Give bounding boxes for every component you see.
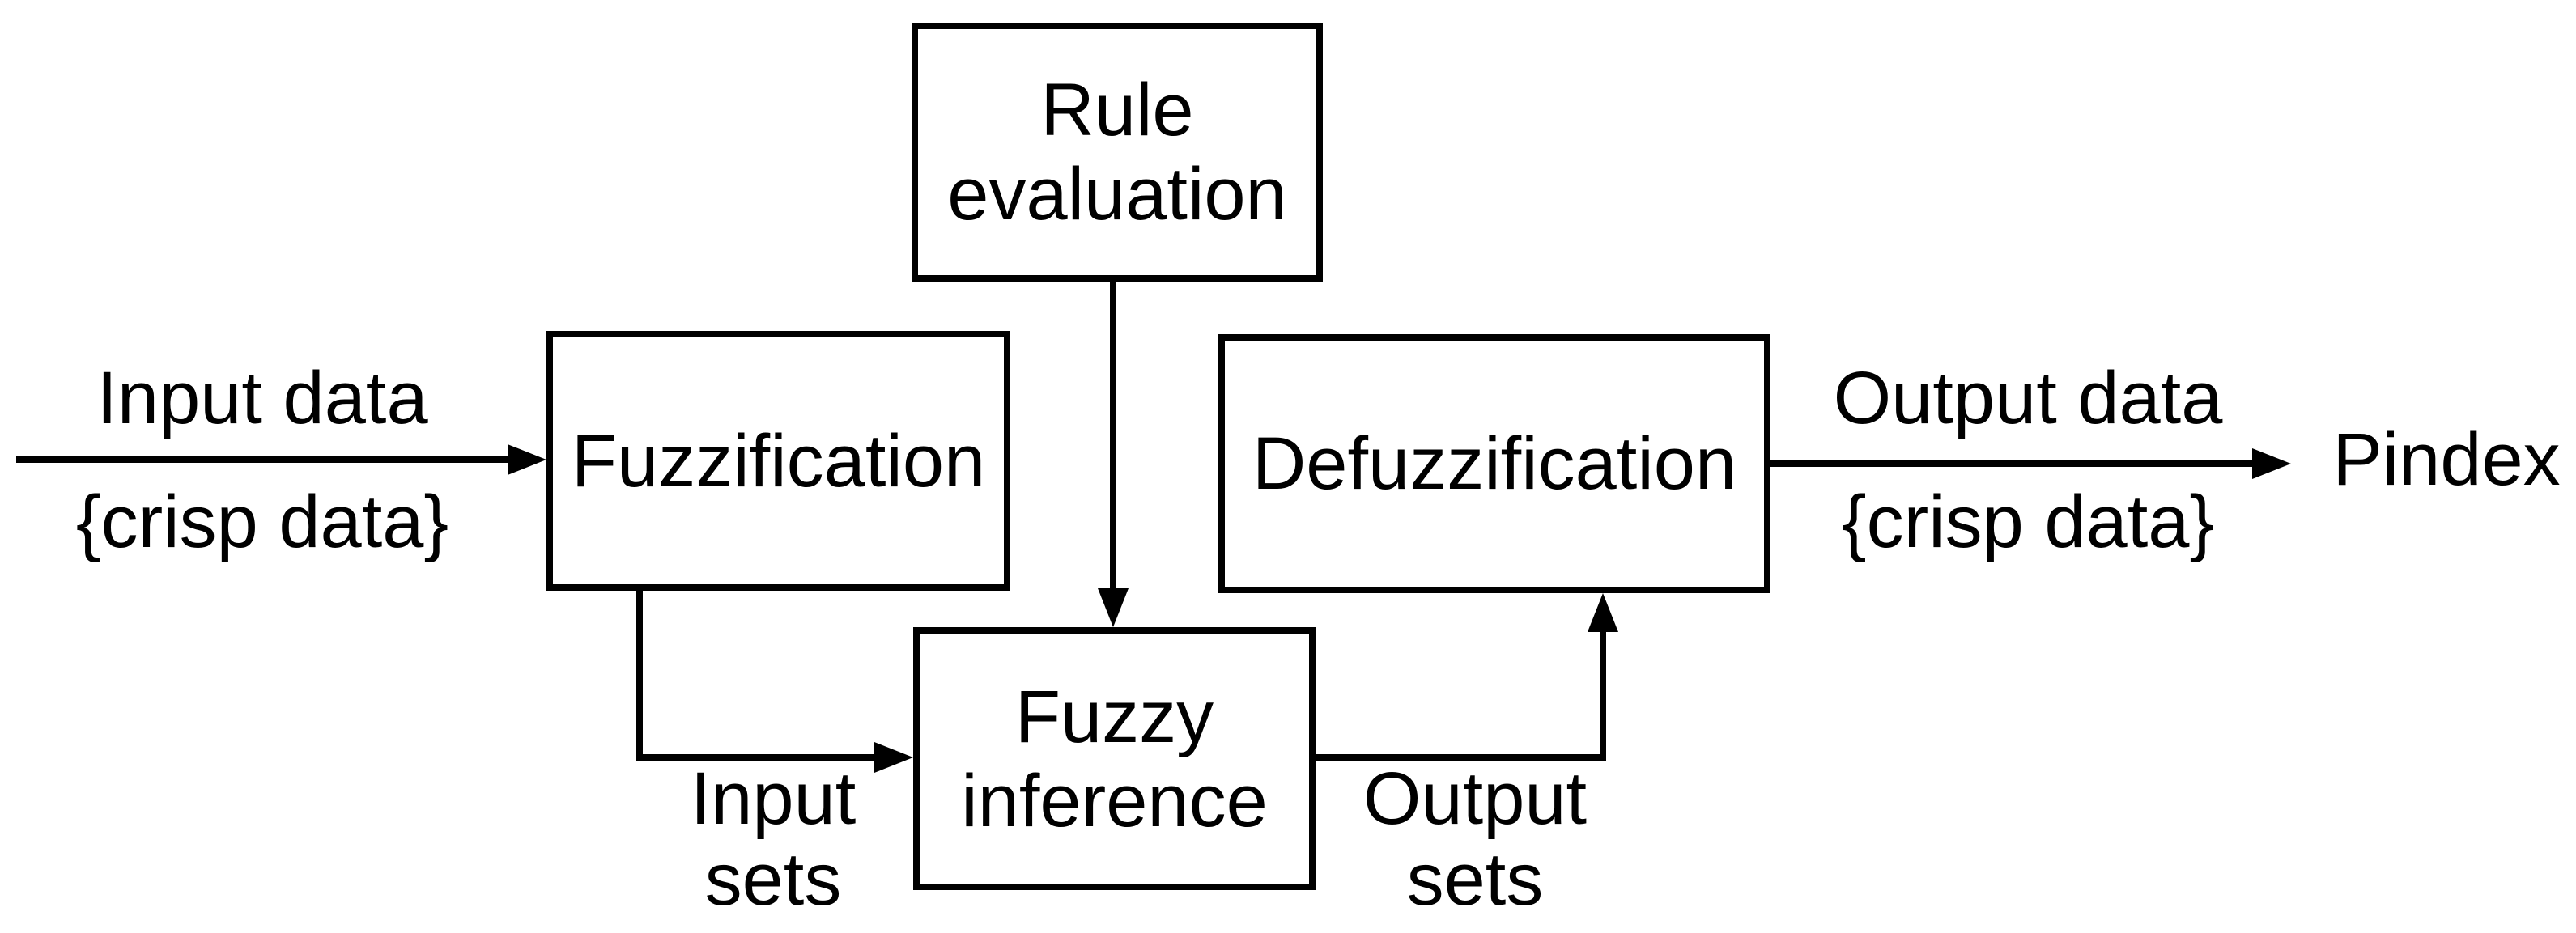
pindex-output-label: Pindex (2332, 418, 2561, 501)
arrow-input-to-fuzzification (16, 444, 546, 475)
output-data-label: Output data (1833, 357, 2223, 439)
output-crisp-data-label: {crisp data} (1841, 481, 2215, 563)
input-sets-label-line2: sets (704, 838, 842, 921)
output-sets-label: Output sets (1363, 758, 1587, 920)
input-crisp-data-label: {crisp data} (75, 481, 449, 563)
rule-evaluation-label-line2: evaluation (947, 153, 1287, 235)
input-data-label: Input data (96, 357, 428, 439)
fuzzification-box: Fuzzification (546, 331, 1010, 591)
output-sets-label-line2: sets (1406, 838, 1544, 921)
arrow-inference-to-defuzzification (1316, 593, 1618, 761)
input-sets-label-line1: Input (690, 757, 857, 840)
output-sets-label-line1: Output (1362, 757, 1588, 840)
fuzzification-label: Fuzzification (571, 419, 986, 503)
fuzzy-inference-box: Fuzzy inference (913, 627, 1316, 890)
defuzzification-box: Defuzzification (1218, 334, 1770, 593)
defuzzification-label: Defuzzification (1252, 422, 1737, 505)
arrow-rule-to-inference (1098, 282, 1129, 627)
rule-evaluation-box: Rule evaluation (912, 23, 1323, 282)
input-sets-label: Input sets (691, 758, 857, 920)
arrow-fuzzification-to-inference (636, 591, 913, 773)
fuzzy-inference-label-line2: inference (961, 759, 1268, 842)
arrow-defuzzification-to-pindex (1770, 448, 2291, 479)
fuzzy-inference-label-line1: Fuzzy (1014, 675, 1214, 758)
rule-evaluation-label-line1: Rule (1040, 69, 1194, 151)
